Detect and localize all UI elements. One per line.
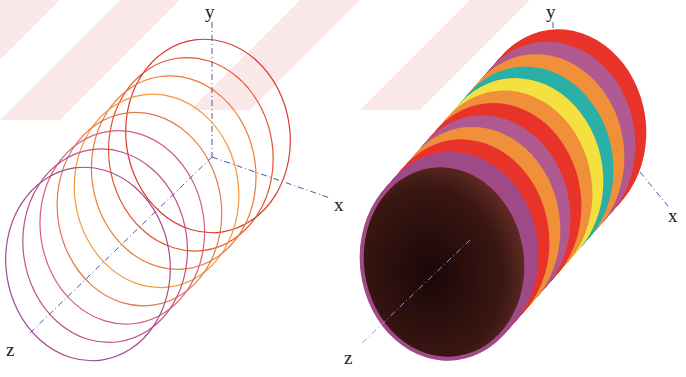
axis-label: z xyxy=(344,348,352,367)
solid-cylinder xyxy=(347,18,659,371)
wireframe-rings xyxy=(0,29,303,372)
right-axes xyxy=(360,22,668,345)
axis-label: x xyxy=(668,206,678,225)
band-slice xyxy=(349,150,543,369)
band-slice xyxy=(351,147,545,366)
cylinder-rim xyxy=(349,155,538,370)
cylinder-opening xyxy=(352,157,537,367)
band-slice xyxy=(350,148,544,367)
axis-label: x xyxy=(334,195,344,214)
axis-label: y xyxy=(546,2,556,21)
axis-label: z xyxy=(6,340,14,359)
band-slice xyxy=(350,149,544,368)
axis-label: y xyxy=(205,2,215,21)
left-axes xyxy=(28,22,330,335)
watermark-stripes xyxy=(0,0,530,120)
band-slice xyxy=(348,151,542,370)
ring xyxy=(0,157,183,372)
band-slice xyxy=(347,152,541,371)
